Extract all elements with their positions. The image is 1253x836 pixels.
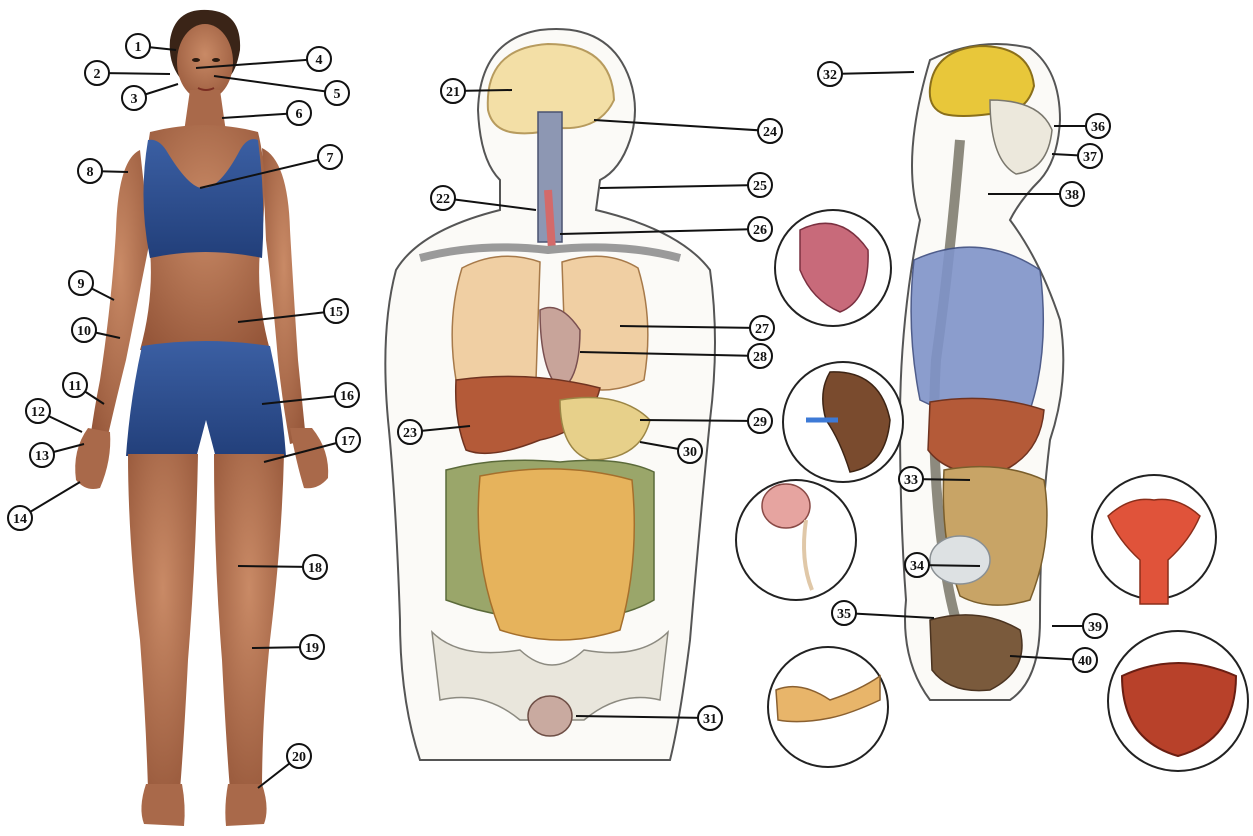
left-hand bbox=[75, 428, 110, 489]
label-number-26: 26 bbox=[753, 223, 767, 238]
shorts bbox=[126, 341, 286, 458]
label-number-18: 18 bbox=[308, 561, 322, 576]
callout-line-29 bbox=[640, 420, 760, 421]
label-number-22: 22 bbox=[436, 192, 450, 207]
callout-line-5 bbox=[214, 76, 337, 93]
right-leg bbox=[214, 454, 284, 790]
callout-line-25 bbox=[600, 185, 760, 188]
label-number-21: 21 bbox=[446, 85, 460, 100]
left-leg bbox=[128, 454, 198, 790]
label-number-16: 16 bbox=[340, 389, 354, 404]
label-number-32: 32 bbox=[823, 68, 837, 83]
label-number-30: 30 bbox=[683, 445, 697, 460]
label-number-35: 35 bbox=[837, 607, 851, 622]
label-number-10: 10 bbox=[77, 324, 91, 339]
label-number-27: 27 bbox=[755, 322, 769, 337]
label-number-9: 9 bbox=[78, 277, 85, 292]
label-number-39: 39 bbox=[1088, 620, 1102, 635]
label-number-38: 38 bbox=[1065, 188, 1079, 203]
female-body-figure bbox=[75, 10, 328, 826]
kidney-inset bbox=[783, 362, 903, 482]
label-number-34: 34 bbox=[910, 559, 924, 574]
label-number-29: 29 bbox=[753, 415, 767, 430]
fallopian-inset bbox=[768, 647, 888, 767]
label-number-3: 3 bbox=[131, 92, 138, 107]
label-number-23: 23 bbox=[403, 426, 417, 441]
label-number-17: 17 bbox=[341, 434, 355, 449]
label-number-19: 19 bbox=[305, 641, 319, 656]
side-ribcage bbox=[911, 247, 1043, 418]
front-anatomy-illustration bbox=[385, 29, 715, 760]
label-number-37: 37 bbox=[1083, 150, 1097, 165]
front-uterus bbox=[528, 696, 572, 736]
left-foot bbox=[141, 784, 184, 826]
label-number-15: 15 bbox=[329, 305, 343, 320]
label-number-40: 40 bbox=[1078, 654, 1092, 669]
front-left-lung bbox=[452, 256, 540, 390]
label-number-5: 5 bbox=[334, 87, 341, 102]
label-number-28: 28 bbox=[753, 350, 767, 365]
label-number-6: 6 bbox=[296, 107, 303, 122]
label-number-11: 11 bbox=[68, 379, 81, 394]
label-number-33: 33 bbox=[904, 473, 918, 488]
label-number-24: 24 bbox=[763, 125, 777, 140]
right-hand bbox=[290, 428, 328, 488]
label-number-7: 7 bbox=[327, 151, 334, 166]
right-foot bbox=[225, 784, 266, 826]
front-trachea bbox=[548, 190, 552, 250]
label-number-31: 31 bbox=[703, 712, 717, 727]
head bbox=[177, 24, 233, 100]
label-number-1: 1 bbox=[135, 40, 142, 55]
label-number-14: 14 bbox=[13, 512, 27, 527]
label-number-4: 4 bbox=[316, 53, 323, 68]
ovary-inset bbox=[736, 480, 856, 600]
label-number-36: 36 bbox=[1091, 120, 1105, 135]
side-anatomy-illustration bbox=[900, 44, 1063, 700]
label-number-12: 12 bbox=[31, 405, 45, 420]
bladder-inset bbox=[1108, 631, 1248, 771]
side-bladder bbox=[930, 536, 990, 584]
front-small-intestine bbox=[478, 469, 634, 640]
label-number-20: 20 bbox=[292, 750, 306, 765]
label-number-13: 13 bbox=[35, 449, 49, 464]
label-number-25: 25 bbox=[753, 179, 767, 194]
label-number-8: 8 bbox=[87, 165, 94, 180]
spleen-inset bbox=[775, 210, 891, 326]
uterus-inset bbox=[1092, 475, 1216, 604]
label-number-2: 2 bbox=[94, 67, 101, 82]
